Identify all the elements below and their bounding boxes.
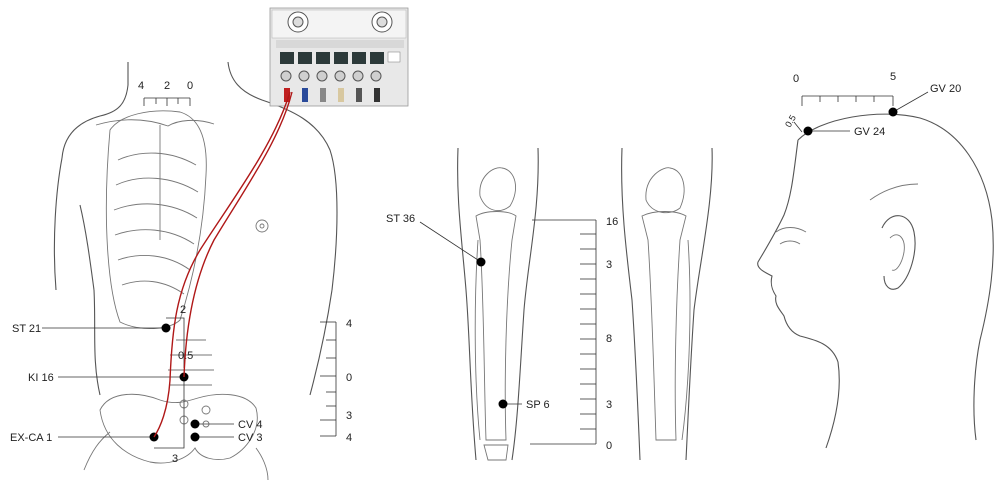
point-st36 — [477, 258, 486, 267]
label-gv24: GV 24 — [854, 126, 885, 138]
torso-side-scale: 4 0 3 4 — [320, 318, 352, 444]
label-exca1: EX-CA 1 — [10, 432, 52, 444]
label-st36: ST 36 — [386, 213, 415, 225]
torso-top-scale: 4 2 0 — [138, 80, 193, 106]
label-cv4: CV 4 — [238, 419, 262, 431]
torso-top-tick-2: 2 — [164, 80, 170, 92]
leg-tick-3-top: 3 — [606, 259, 612, 271]
point-cv3 — [191, 433, 200, 442]
leg-figure — [458, 148, 713, 460]
label-st21: ST 21 — [12, 323, 41, 335]
leg-back-outline — [622, 148, 713, 460]
head-scale: 0 5 0.5 — [783, 71, 896, 132]
tibia — [476, 212, 516, 441]
lumbar-spine — [168, 340, 214, 385]
face-profile — [758, 140, 840, 448]
torso-side-tick-0: 0 — [346, 372, 352, 384]
label-sp6: SP 6 — [526, 399, 550, 411]
leg-tick-16: 16 — [606, 216, 618, 228]
torso-top-tick-0: 0 — [187, 80, 193, 92]
torso-inline-2: 2 — [180, 304, 186, 316]
torso-figure — [54, 62, 337, 480]
torso-side-tick-4-bottom: 4 — [346, 432, 352, 444]
head-outline — [798, 114, 993, 440]
fibula — [475, 240, 480, 440]
eye — [780, 241, 800, 244]
left-waist-outline — [94, 290, 100, 395]
ear-outline — [882, 216, 915, 290]
head-tick-0: 0 — [793, 73, 799, 85]
head-tick-5: 5 — [890, 71, 896, 83]
head-points: GV 20 GV 24 — [804, 83, 962, 138]
pelvis — [100, 394, 257, 463]
leg-scale: 16 3 8 3 0 — [530, 216, 618, 452]
right-waist-outline — [310, 290, 332, 395]
label-cv3: CV 3 — [238, 432, 262, 444]
leg-tick-3-bottom: 3 — [606, 399, 612, 411]
point-st21 — [162, 324, 171, 333]
point-gv24 — [804, 127, 813, 136]
label-gv20: GV 20 — [930, 83, 961, 95]
stimulator-device-icon — [270, 8, 408, 106]
point-cv4 — [191, 420, 200, 429]
torso-points: ST 21 KI 16 EX-CA 1 CV 4 CV 3 — [10, 323, 262, 444]
navel — [256, 220, 268, 232]
left-arm-outline — [54, 158, 94, 290]
eyebrow — [776, 228, 806, 233]
label-ki16: KI 16 — [28, 372, 54, 384]
rib-cage — [106, 111, 206, 329]
head-figure — [758, 114, 994, 448]
point-sp6 — [499, 400, 508, 409]
leg-tick-8: 8 — [606, 333, 612, 345]
patella — [480, 168, 516, 211]
torso-inline-3: 3 — [172, 453, 178, 465]
torso-side-tick-4-top: 4 — [346, 318, 352, 330]
head-offset-label: 0.5 — [783, 113, 798, 129]
point-gv20 — [889, 108, 898, 117]
leg-front-outline — [458, 148, 539, 460]
torso-side-tick-3: 3 — [346, 410, 352, 422]
leg-tick-0: 0 — [606, 440, 612, 452]
torso-top-tick-4: 4 — [138, 80, 144, 92]
